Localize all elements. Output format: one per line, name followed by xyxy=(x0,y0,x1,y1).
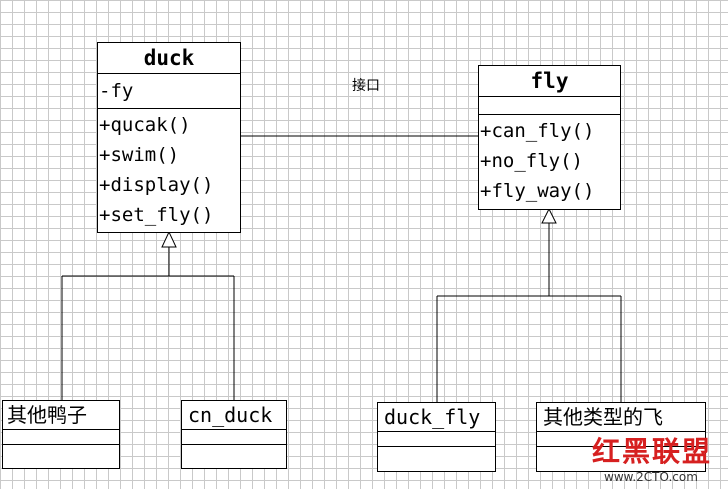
class-other-duck[interactable]: 其他鸭子 xyxy=(2,400,120,469)
class-methods-band xyxy=(3,445,119,460)
class-duck-fly-title: duck_fly xyxy=(378,403,495,432)
association-label: 接口 xyxy=(352,78,380,94)
class-methods-band xyxy=(182,445,286,460)
class-cn-duck[interactable]: cn_duck xyxy=(181,400,287,469)
class-other-fly[interactable]: 其他类型的飞 xyxy=(536,402,706,472)
class-fly-attributes xyxy=(479,97,620,115)
attribute-row: -fy xyxy=(99,80,134,102)
method-row: +qucak() xyxy=(99,114,191,136)
class-attributes-band xyxy=(537,432,705,447)
class-fly[interactable]: fly +can_fly() +no_fly() +fly_way() xyxy=(478,65,621,210)
fly-inheritance-arrow xyxy=(541,207,557,224)
class-other-duck-title: 其他鸭子 xyxy=(3,401,119,430)
watermark-logo-text: 红黑联盟 xyxy=(592,435,713,468)
method-row: +can_fly() xyxy=(480,120,595,142)
class-attributes-band xyxy=(3,430,119,445)
class-duck-title: duck xyxy=(98,43,240,74)
method-row: +no_fly() xyxy=(480,150,583,172)
watermark-url: www.2CTO.com xyxy=(604,470,698,484)
class-methods-band xyxy=(378,447,495,462)
method-row: +swim() xyxy=(99,144,180,166)
class-fly-methods: +can_fly() +no_fly() +fly_way() xyxy=(479,115,620,206)
class-duck-methods: +qucak() +swim() +display() +set_fly() xyxy=(98,109,240,230)
class-attributes-band xyxy=(378,432,495,447)
method-row: +fly_way() xyxy=(480,180,595,202)
method-row: +set_fly() xyxy=(99,204,214,226)
class-duck[interactable]: duck -fy +qucak() +swim() +display() +se… xyxy=(97,42,241,233)
class-fly-title: fly xyxy=(479,66,620,97)
class-duck-fly[interactable]: duck_fly xyxy=(377,402,496,472)
class-attributes-band xyxy=(182,430,286,445)
duck-inheritance-arrow xyxy=(161,230,177,248)
class-duck-attributes: -fy xyxy=(98,74,240,109)
class-other-fly-title: 其他类型的飞 xyxy=(537,403,705,432)
method-row: +display() xyxy=(99,174,214,196)
class-cn-duck-title: cn_duck xyxy=(182,401,286,430)
